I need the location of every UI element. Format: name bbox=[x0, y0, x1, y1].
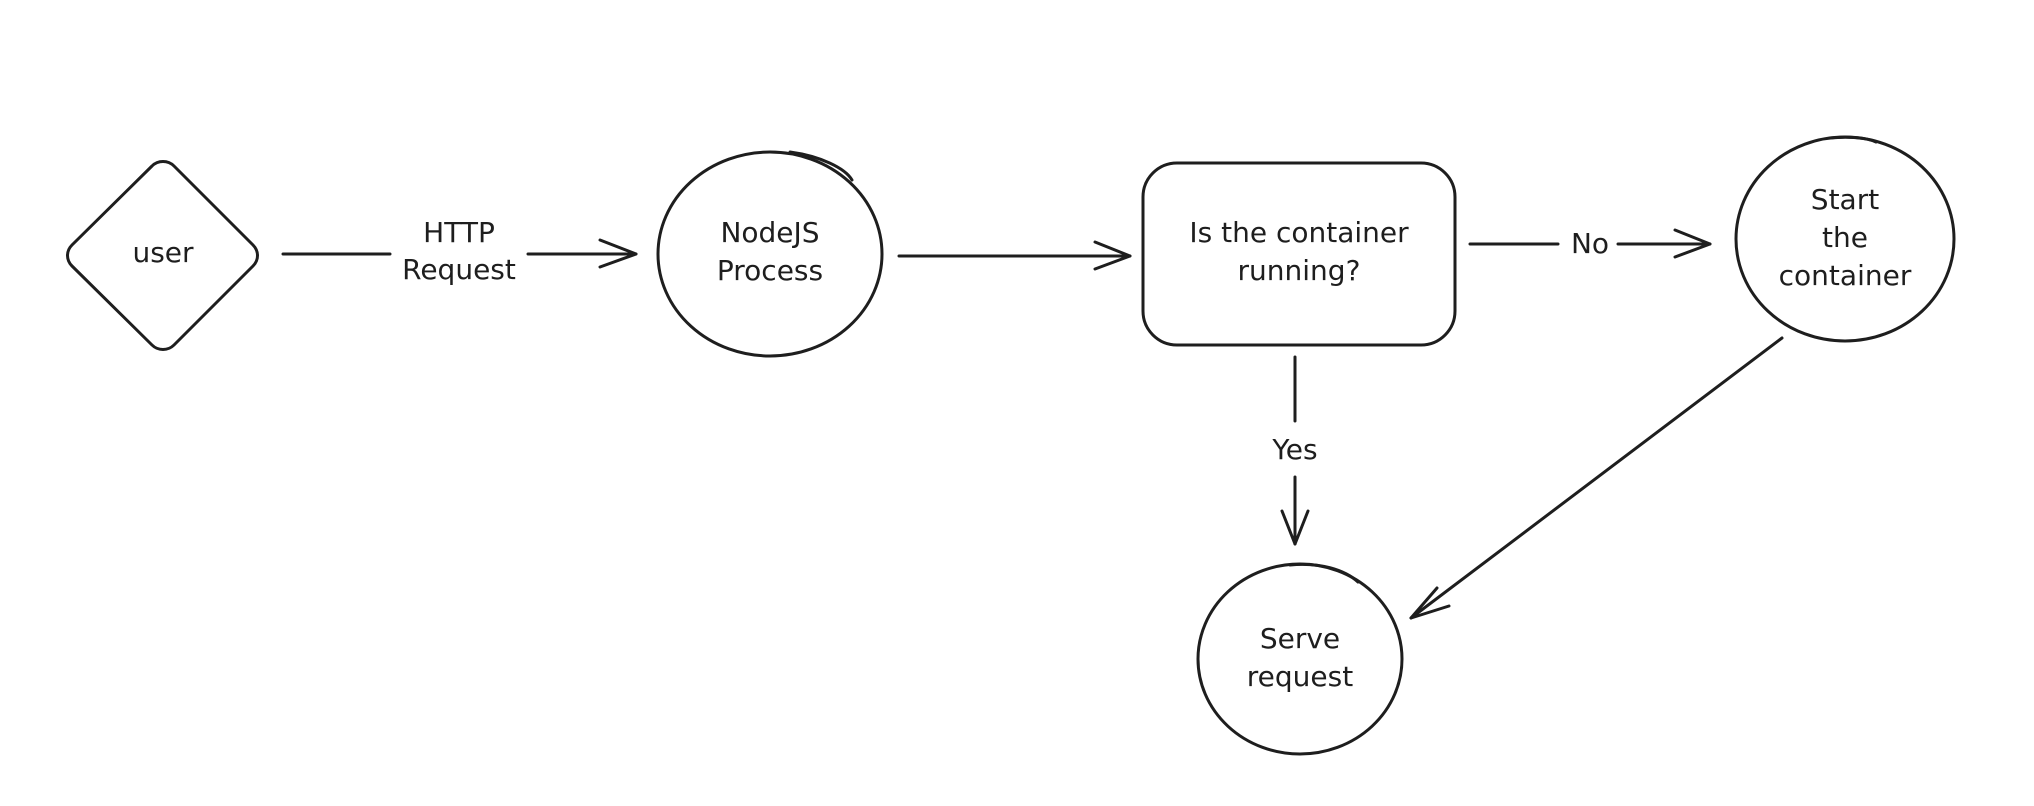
user-diamond-shape bbox=[66, 160, 259, 351]
start-label-line3: container bbox=[1779, 259, 1912, 292]
node-user[interactable]: user bbox=[66, 160, 259, 351]
node-serve-request[interactable]: Serve request bbox=[1196, 562, 1404, 756]
user-label: user bbox=[132, 236, 194, 269]
edge-check-to-serve: Yes bbox=[1271, 355, 1318, 546]
nodejs-label-line2: Process bbox=[717, 254, 823, 287]
serve-label-line1: Serve bbox=[1260, 622, 1340, 655]
decision-box-shape bbox=[1141, 161, 1457, 347]
serve-circle-shape bbox=[1196, 562, 1404, 756]
sketch-overlap bbox=[1828, 135, 1878, 144]
edge-label-request: Request bbox=[402, 253, 516, 286]
node-start-container[interactable]: Start the container bbox=[1734, 135, 1956, 343]
edge-start-to-serve bbox=[1409, 336, 1784, 620]
edge-label-http: HTTP bbox=[423, 216, 495, 249]
arrowhead-icon bbox=[598, 238, 638, 269]
edge-check-to-start: No bbox=[1468, 227, 1712, 260]
arrowhead-icon bbox=[1409, 586, 1451, 620]
node-container-running-check[interactable]: Is the container running? bbox=[1141, 161, 1457, 347]
node-nodejs-process[interactable]: NodeJS Process bbox=[656, 150, 884, 358]
sketch-overlap bbox=[788, 150, 854, 182]
edge-label-no: No bbox=[1571, 227, 1609, 260]
check-label-line1: Is the container bbox=[1189, 216, 1409, 249]
arrowhead-icon bbox=[1280, 509, 1310, 546]
arrowhead-icon bbox=[1673, 228, 1712, 259]
arrowhead-icon bbox=[1093, 240, 1132, 271]
start-label-line1: Start bbox=[1811, 183, 1879, 216]
sketch-overlap bbox=[1288, 562, 1360, 584]
edge-user-to-nodejs: HTTP Request bbox=[281, 216, 638, 286]
edge-nodejs-to-check bbox=[897, 240, 1132, 271]
nodejs-label-line1: NodeJS bbox=[720, 216, 819, 249]
serve-label-line2: request bbox=[1247, 660, 1353, 693]
start-label-line2: the bbox=[1822, 221, 1868, 254]
edge-line bbox=[1409, 336, 1784, 620]
edge-label-yes: Yes bbox=[1271, 433, 1317, 466]
check-label-line2: running? bbox=[1238, 254, 1361, 287]
nodejs-circle-shape bbox=[656, 150, 884, 358]
